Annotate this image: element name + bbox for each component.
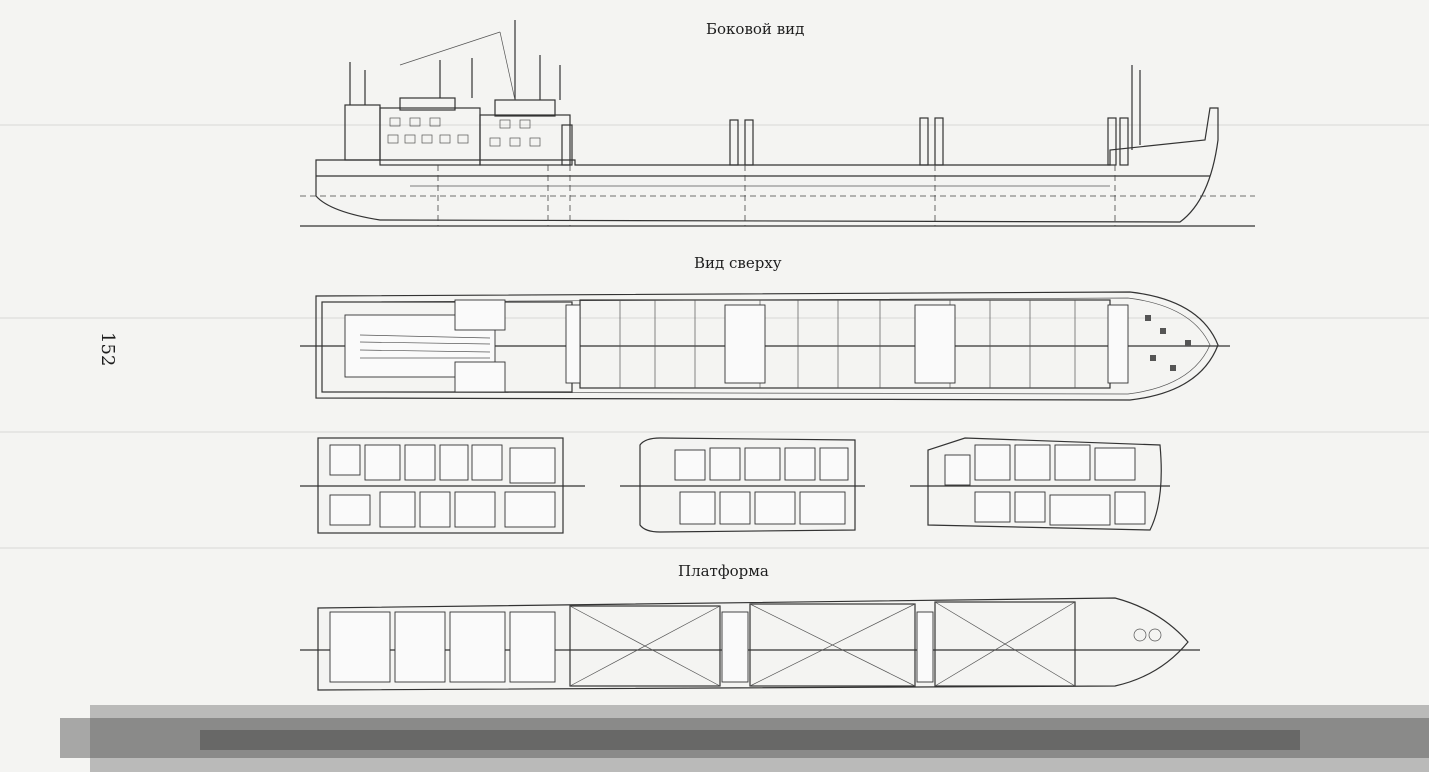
deck-plan-3 [910,437,1170,531]
side-view-title: Боковой вид [706,20,805,38]
deck-plan-2 [620,437,865,533]
top-view-drawing [300,291,1230,401]
top-view-title: Вид сверху [694,254,782,272]
scan-artifact-lines [0,124,1429,549]
platform-drawing [300,597,1200,691]
scan-smudge [60,705,1429,772]
side-view-drawing [300,20,1255,227]
deck-plan-1 [300,437,585,534]
platform-view-title: Платформа [678,562,769,580]
